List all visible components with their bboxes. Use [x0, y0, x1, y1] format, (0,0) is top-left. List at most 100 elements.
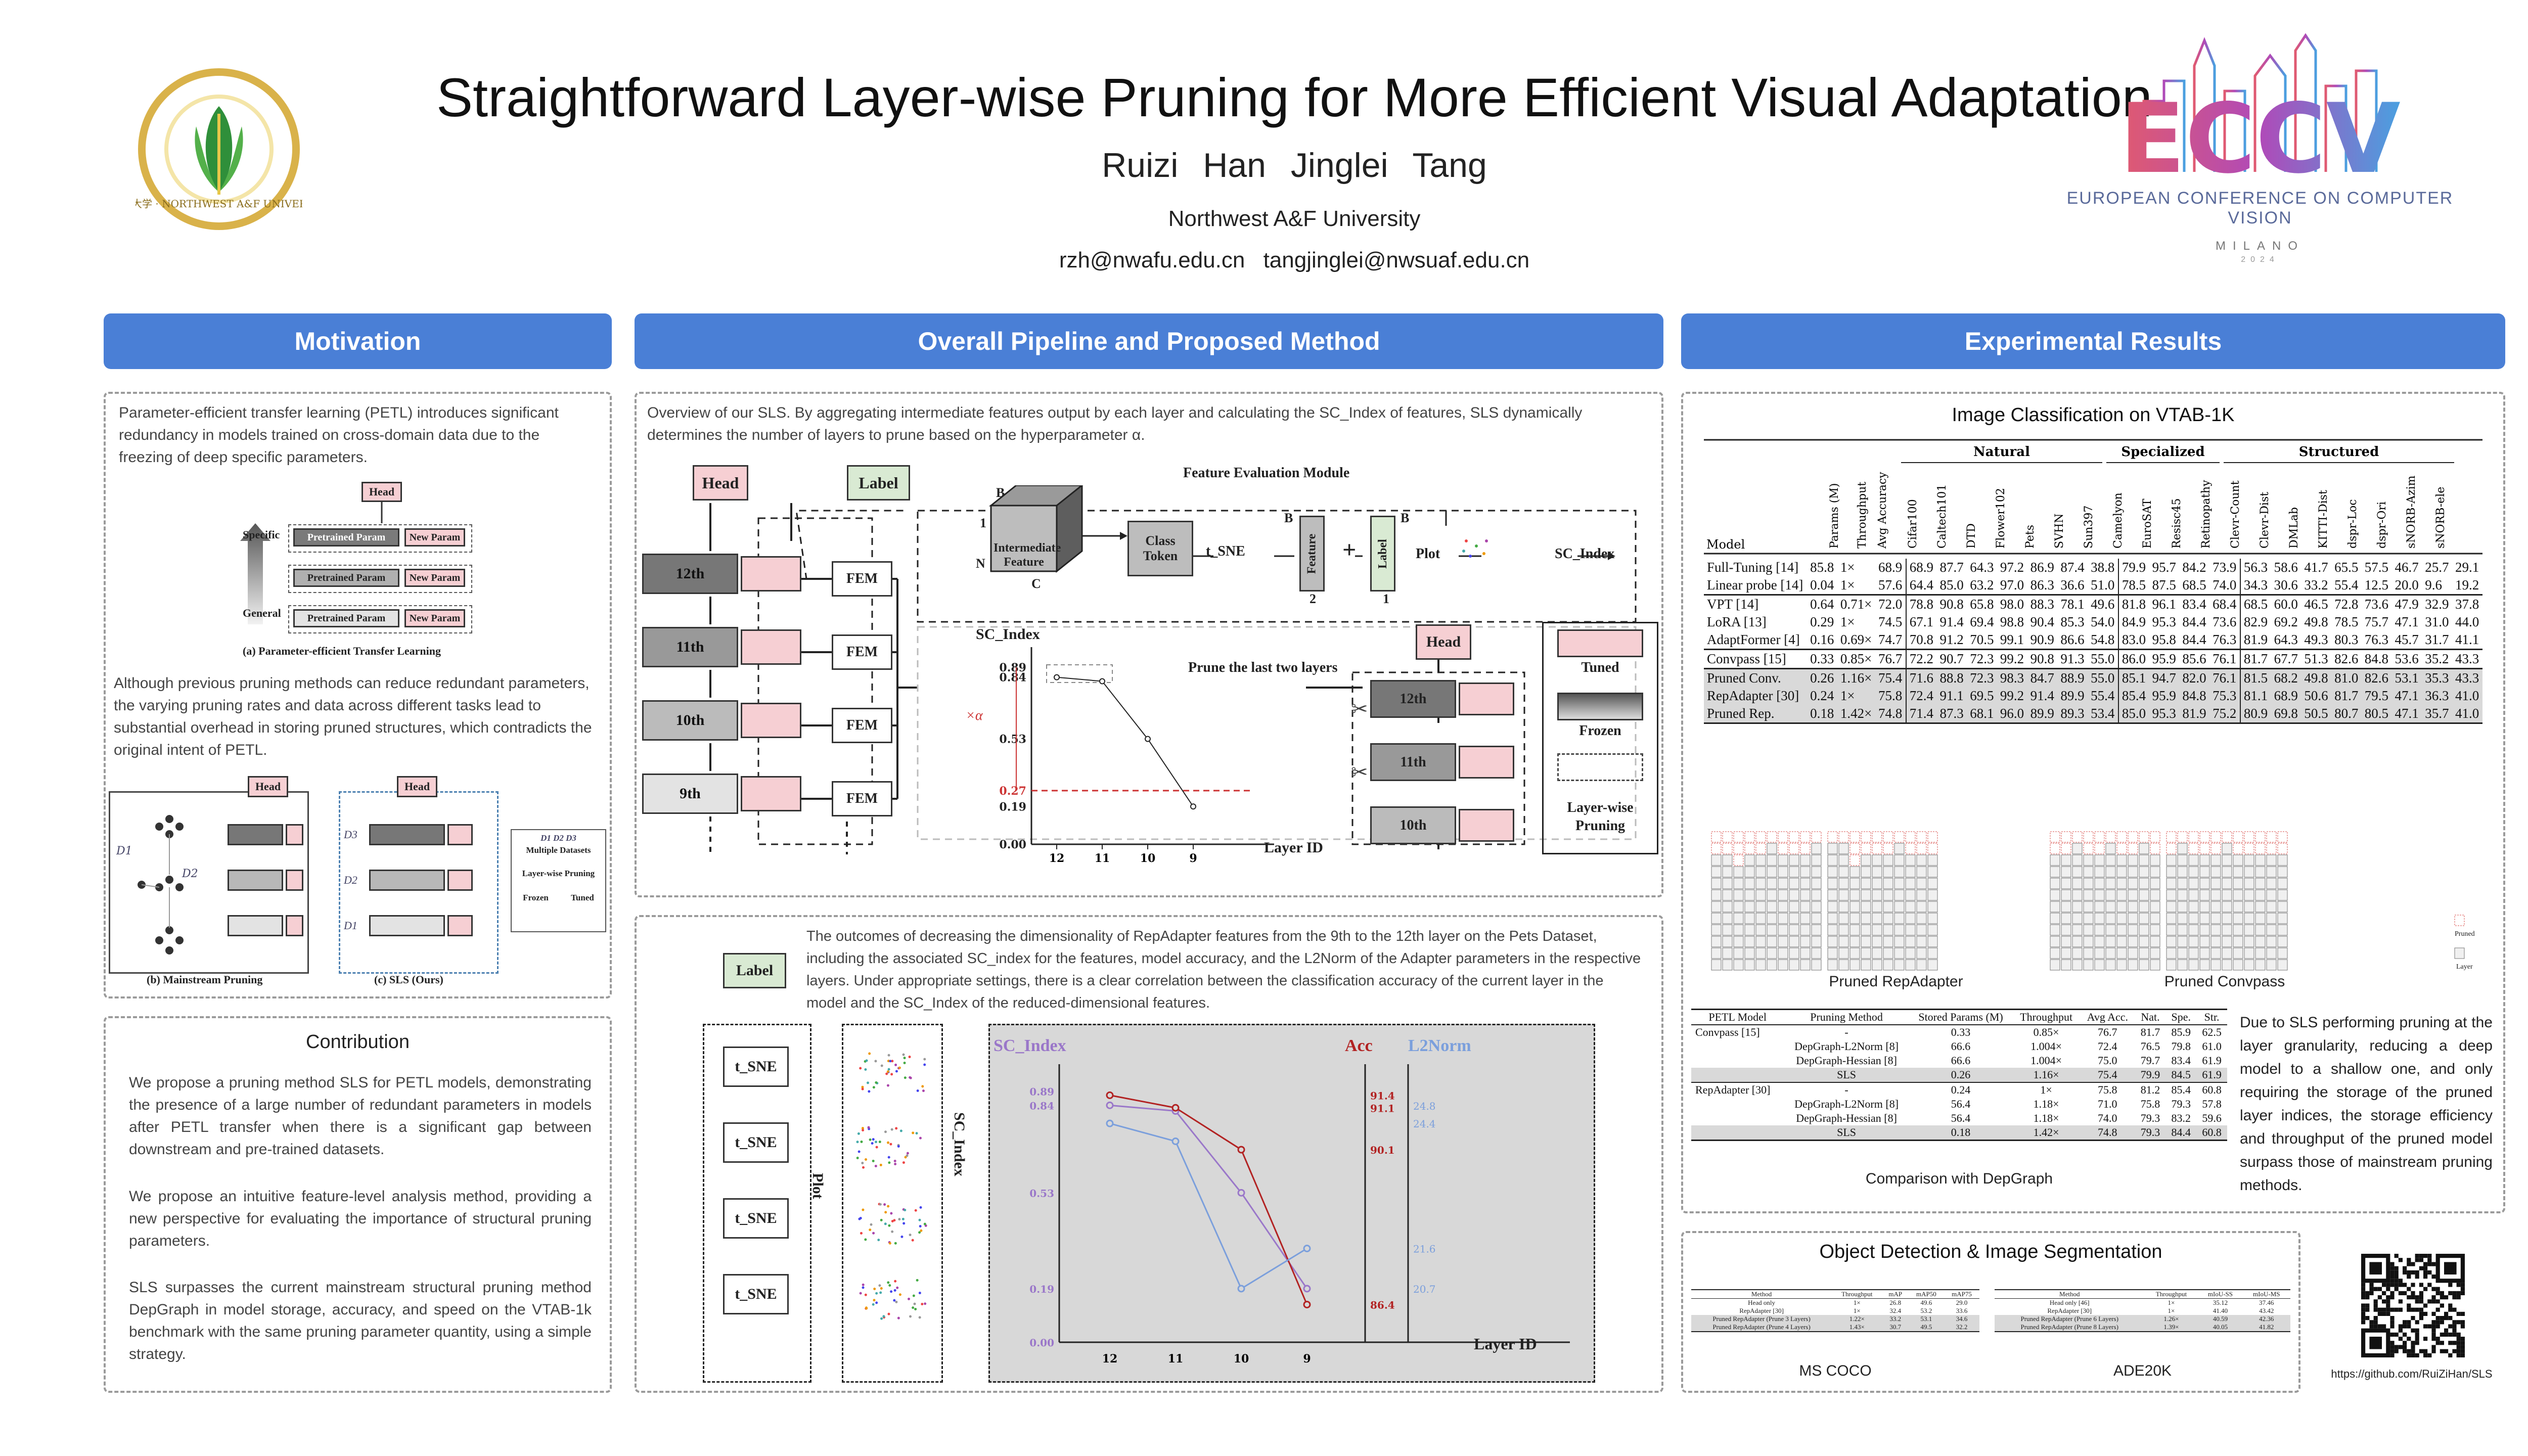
table-cell: Head only [46] [2049, 1299, 2090, 1306]
grid-cell [2061, 936, 2071, 947]
table-cell: 95.3 [2152, 706, 2176, 721]
lower-sc-label: SC_Index [951, 1112, 968, 1176]
table-cell: AdaptFormer [4] [1707, 632, 1800, 647]
tsne-scatter-thumbnails [856, 1052, 927, 1320]
tsne-dot [862, 1166, 865, 1169]
table-cell: 78.8 [1909, 597, 1933, 612]
grid-cell [1849, 831, 1860, 843]
grid-cell [1927, 901, 1938, 913]
qr-module [2386, 1311, 2390, 1316]
table-cell: 49.8 [2304, 670, 2328, 686]
grid-cell [2083, 866, 2094, 878]
tsne-dot [912, 1306, 915, 1309]
table-cell: 66.6 [1951, 1054, 1971, 1067]
tsne-dot [912, 1131, 915, 1134]
grid-cell [1927, 936, 1938, 947]
tsne-dot [865, 1059, 868, 1062]
github-link[interactable]: https://github.com/RuiZiHan/SLS [2331, 1368, 2493, 1380]
grid-cell [2072, 866, 2083, 878]
grid-cell [2139, 947, 2149, 959]
tsne-dot [918, 1316, 921, 1319]
layer-10th: 10th [642, 700, 738, 741]
fem-9: FEM [832, 781, 892, 816]
tsne-dot [916, 1279, 919, 1282]
table-header-cell: mIoU-MS [2242, 1290, 2290, 1299]
qr-module [2456, 1345, 2461, 1349]
table-cell: 43.3 [2455, 670, 2479, 686]
grid-cell [2266, 913, 2277, 924]
tri-point [1106, 1119, 1114, 1127]
table-cell: 1× [1840, 577, 1855, 593]
table-cell: 9.6 [2425, 577, 2443, 593]
table-cell: 79.9 [2140, 1068, 2160, 1081]
fig-a-pretrained-1: Pretrained Param [293, 528, 399, 547]
pruned-layer-11-adapter [1459, 746, 1514, 779]
grid-cell [1916, 947, 1927, 959]
table-cell: 78.5 [2334, 614, 2359, 629]
grid-cell [1905, 959, 1916, 971]
grid-cell [1744, 831, 1755, 843]
table-cell: 0.18 [1810, 706, 1834, 721]
qr-module [2394, 1283, 2399, 1287]
grid-cell [2255, 889, 2266, 901]
grid-cell [1849, 947, 1860, 959]
grid-cell [1767, 831, 1777, 843]
table-cell: 67.1 [1909, 614, 1933, 629]
qr-module [2403, 1291, 2407, 1295]
table-cell: 44.0 [2455, 614, 2479, 629]
table-cell: 33.6 [1956, 1307, 1968, 1314]
table-cell: 45.7 [2395, 632, 2419, 647]
tri-x-tick: 12 [1102, 1352, 1118, 1366]
tsne-dot [887, 1205, 890, 1208]
table-cell: 95.7 [2152, 560, 2176, 575]
table-cell: 1.18× [2033, 1112, 2059, 1124]
grid-cell [2199, 843, 2210, 854]
tsne-dot [889, 1060, 892, 1063]
grid-cell [1755, 913, 1766, 924]
table-cell: 32.4 [1889, 1307, 1902, 1314]
grid-cell [1905, 831, 1916, 843]
legend-lwp-text: Layer-wise Pruning [1567, 800, 1634, 834]
qr-module [2394, 1275, 2399, 1279]
grid-cell [2266, 959, 2277, 971]
eccv-wordmark: ECCV [2119, 83, 2401, 182]
grid-cell [1838, 878, 1849, 889]
grid-cell [1905, 866, 1916, 878]
qr-module [2444, 1311, 2449, 1316]
results-summary: Due to SLS performing pruning at the lay… [2240, 1014, 2493, 1194]
qr-code-icon[interactable] [2361, 1254, 2465, 1357]
legend-layerwise: Layer-wise Pruning [522, 869, 595, 878]
qr-module [2382, 1307, 2386, 1312]
label-box: Label [1370, 516, 1395, 592]
grid-cell [1722, 878, 1733, 889]
qr-module [2398, 1307, 2403, 1312]
qr-module [2456, 1332, 2461, 1337]
grid-cell [2139, 889, 2149, 901]
qr-module [2390, 1320, 2395, 1325]
tsne-dot [872, 1086, 875, 1089]
grid-cell [2072, 854, 2083, 866]
table-cell: 25.7 [2425, 560, 2449, 575]
grid-cell [2166, 924, 2177, 936]
grid-cell [2266, 866, 2277, 878]
grid-cell [2222, 831, 2232, 843]
tsne-dot [894, 1063, 897, 1066]
fem-10: FEM [832, 708, 892, 743]
tsne-dot [899, 1129, 902, 1132]
table-cell: 82.9 [2243, 614, 2268, 629]
table-cell: 49.8 [2304, 614, 2328, 629]
fig-pruning-compare: Head D1 D2 (b) Mainstream Pruning Head D… [106, 768, 612, 991]
fig-c-layer2 [369, 870, 445, 891]
layer-9th: 9th [642, 774, 738, 814]
grid-cell [2166, 959, 2177, 971]
tsne-dot [860, 1140, 863, 1143]
grid-cell [1778, 878, 1788, 889]
sc-point [1145, 736, 1151, 742]
grid-cell [1789, 947, 1799, 959]
emails: rzh@nwafu.edu.cn tangjinglei@nwsuaf.edu.… [1059, 248, 1530, 272]
qr-module [2369, 1320, 2374, 1325]
table-cell: 58.6 [2274, 560, 2298, 575]
table-cell: 76.7 [1875, 649, 1907, 669]
